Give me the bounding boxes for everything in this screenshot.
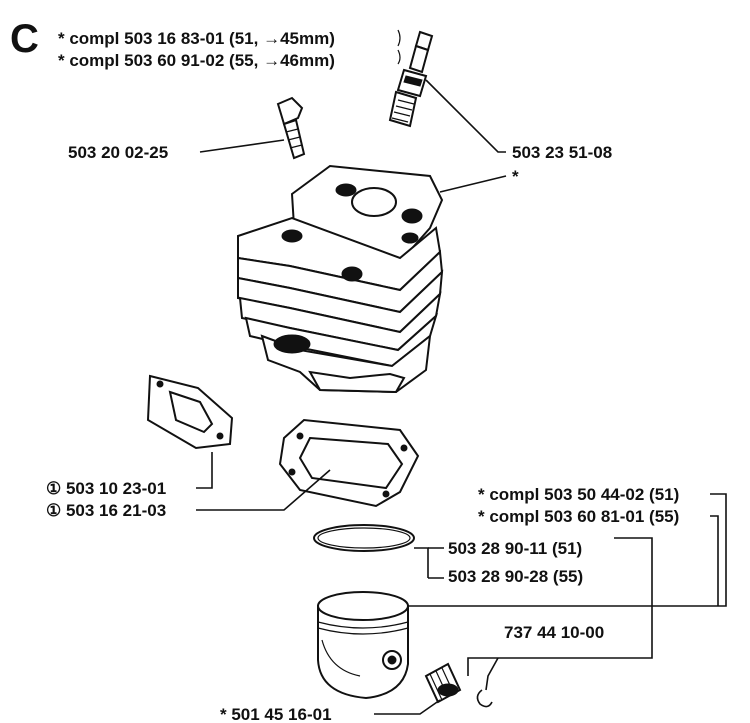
kit-line-1: * compl 503 16 83-01 (51, →45mm) xyxy=(58,29,335,48)
leader-spark-plug xyxy=(425,79,506,153)
exhaust-gasket-icon xyxy=(146,374,234,450)
kit-line-2: * compl 503 60 91-02 (55, →46mm) xyxy=(58,51,335,70)
leader-circlip xyxy=(485,657,499,691)
leader-bolt xyxy=(199,139,285,153)
label-ring-55: 503 28 90-28 (55) xyxy=(448,567,583,586)
bracket-mark xyxy=(397,29,401,65)
piston-ring-icon xyxy=(313,524,415,552)
leader-cylinder xyxy=(439,175,507,193)
bolt-icon xyxy=(276,96,306,160)
label-needle-bearing: * 501 45 16-01 xyxy=(220,705,332,723)
leader-ring-ticks xyxy=(428,547,444,579)
label-bolt: 503 20 02-25 xyxy=(68,143,168,162)
label-cylinder: * xyxy=(512,167,519,186)
needle-bearing-icon xyxy=(424,662,462,704)
leader-exhaust-gasket xyxy=(196,452,213,489)
label-piston-kit-55: * compl 503 60 81-01 (55) xyxy=(478,507,679,526)
label-base-gasket: ① 503 16 21-03 xyxy=(46,501,166,520)
base-gasket-icon xyxy=(278,418,420,508)
cylinder-icon xyxy=(237,164,444,394)
piston-icon xyxy=(317,591,409,700)
leader-kit-55 xyxy=(710,515,719,606)
label-piston-kit-51: * compl 503 50 44-02 (51) xyxy=(478,485,679,504)
piston-ring-inner xyxy=(317,527,411,549)
label-circlip: 737 44 10-00 xyxy=(504,623,604,642)
section-letter: C xyxy=(10,17,39,61)
label-ring-51: 503 28 90-11 (51) xyxy=(448,539,582,558)
leader-kit-51 xyxy=(652,493,727,607)
label-spark-plug: 503 23 51-08 xyxy=(512,143,612,162)
leader-needle-bearing xyxy=(374,699,441,715)
label-exhaust-gasket: ① 503 10 23-01 xyxy=(46,479,166,498)
leader-base-gasket xyxy=(196,469,331,511)
leader-ring-bracket xyxy=(414,547,429,578)
spark-plug-icon xyxy=(388,30,434,128)
circlip-icon xyxy=(476,689,493,708)
leader-ring-group xyxy=(467,537,653,676)
